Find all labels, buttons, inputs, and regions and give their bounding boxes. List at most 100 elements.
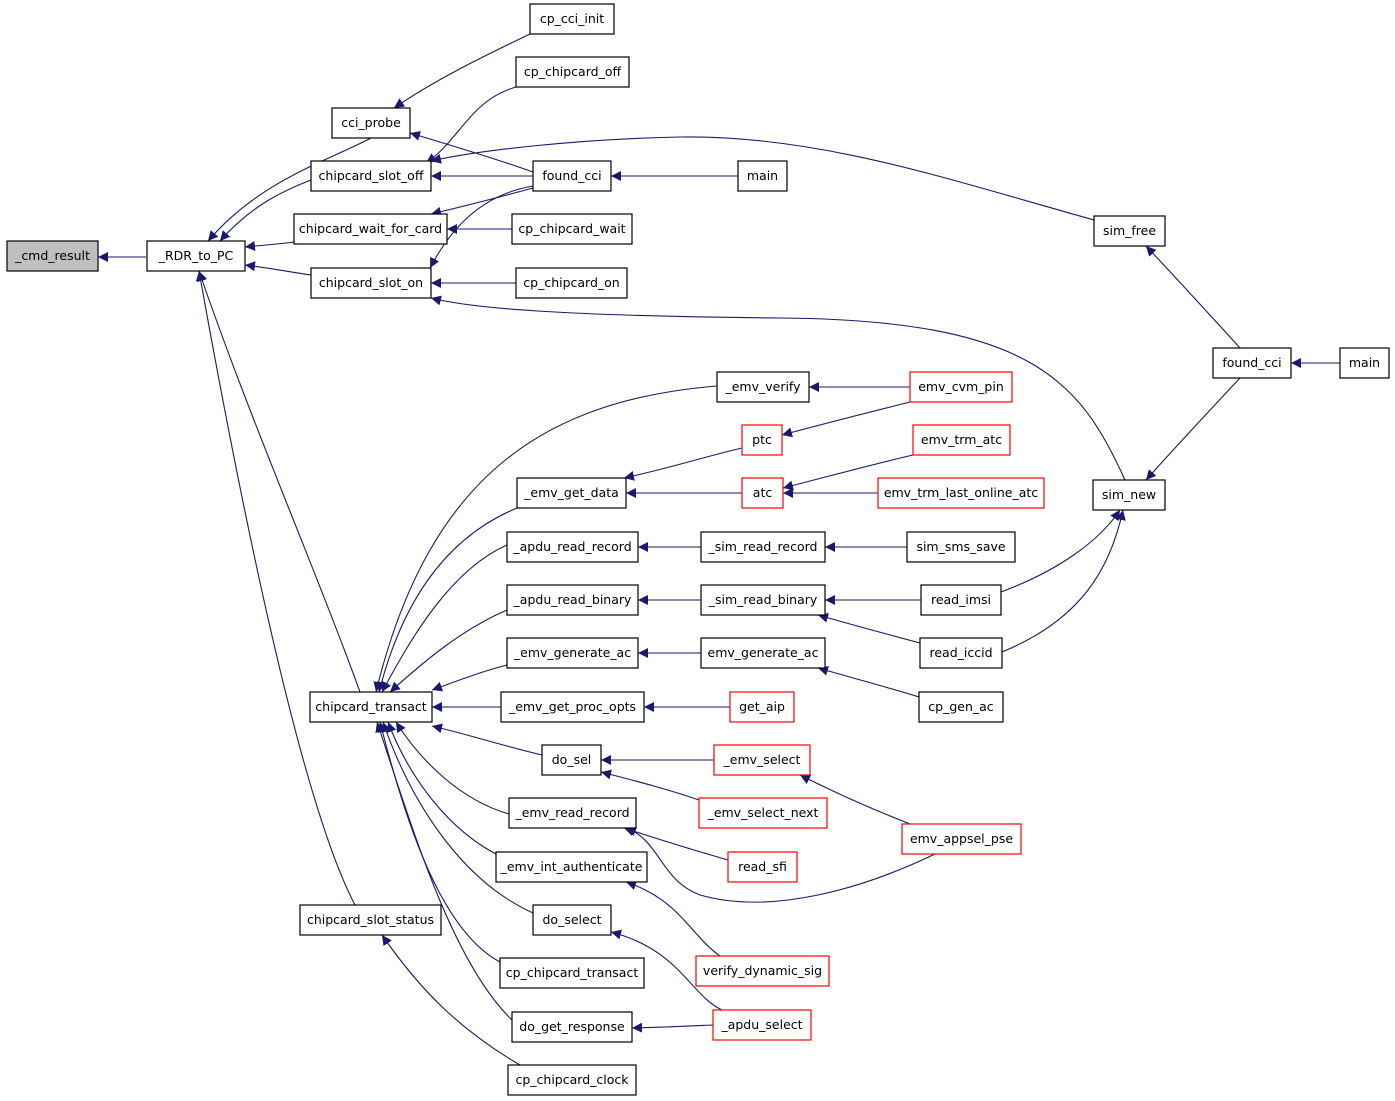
- node-sim-read-record[interactable]: _sim_read_record: [700, 531, 826, 563]
- node-emv-verify[interactable]: _emv_verify: [716, 371, 810, 403]
- svg-text:chipcard_slot_on: chipcard_slot_on: [319, 275, 423, 290]
- node-cp-chipcard-transact[interactable]: cp_chipcard_transact: [499, 957, 645, 989]
- node-read-iccid[interactable]: read_iccid: [919, 637, 1003, 669]
- edge-read-iccid-to-sim-read-binary: [817, 612, 921, 644]
- node-emv-select-internal[interactable]: _emv_select: [713, 744, 811, 776]
- edge-found-cci-to-cci-probe: [409, 131, 534, 173]
- node-get-aip[interactable]: get_aip: [729, 691, 795, 723]
- node-rdr-to-pc[interactable]: _RDR_to_PC: [146, 240, 246, 272]
- edges-layer: [98, 33, 1340, 1066]
- svg-text:found_cci: found_cci: [542, 168, 601, 183]
- svg-text:do_select: do_select: [543, 912, 602, 927]
- node-emv-int-authenticate[interactable]: _emv_int_authenticate: [495, 851, 648, 883]
- svg-text:sim_sms_save: sim_sms_save: [916, 539, 1005, 554]
- edge-read-iccid-to-sim-new: [1001, 509, 1126, 653]
- edge-emv-get-data-to-transact: [376, 507, 518, 693]
- edge-emv-cvm-pin-to-ptc: [781, 401, 911, 438]
- edge-sim-free-to-slot-off: [430, 136, 1095, 221]
- node-chipcard-slot-status[interactable]: chipcard_slot_status: [299, 904, 442, 936]
- svg-text:emv_appsel_pse: emv_appsel_pse: [910, 831, 1013, 846]
- nodes-layer: _cmd_result _RDR_to_PC cci_probe chipcar…: [6, 3, 1390, 1096]
- node-do-sel[interactable]: do_sel: [541, 744, 602, 776]
- node-do-select[interactable]: do_select: [532, 904, 612, 936]
- edge-emv-verify-to-transact: [373, 385, 718, 693]
- node-cp-chipcard-wait[interactable]: cp_chipcard_wait: [511, 213, 633, 245]
- node-cp-gen-ac[interactable]: cp_gen_ac: [918, 691, 1004, 723]
- svg-text:cci_probe: cci_probe: [341, 115, 401, 130]
- edge-cp-cci-init-to-cci-probe: [393, 33, 531, 109]
- node-chipcard-transact[interactable]: chipcard_transact: [309, 691, 433, 723]
- node-ptc[interactable]: ptc: [741, 424, 783, 456]
- edge-emv-trm-atc-to-atc: [782, 454, 914, 491]
- node-apdu-read-record[interactable]: _apdu_read_record: [506, 531, 639, 563]
- node-verify-dynamic-sig[interactable]: verify_dynamic_sig: [695, 955, 830, 987]
- svg-text:read_sfi: read_sfi: [738, 859, 787, 874]
- node-cp-chipcard-on[interactable]: cp_chipcard_on: [515, 267, 628, 299]
- svg-text:cp_chipcard_wait: cp_chipcard_wait: [518, 221, 625, 236]
- svg-text:_apdu_select: _apdu_select: [720, 1017, 802, 1032]
- node-emv-select-next[interactable]: _emv_select_next: [698, 797, 828, 829]
- svg-text:_emv_select: _emv_select: [723, 752, 801, 767]
- node-sim-free[interactable]: sim_free: [1093, 215, 1166, 247]
- edge-cp-clock-to-slot-status: [381, 934, 521, 1066]
- node-emv-trm-atc[interactable]: emv_trm_atc: [912, 424, 1011, 456]
- svg-text:chipcard_wait_for_card: chipcard_wait_for_card: [299, 221, 442, 236]
- edge-emv-read-record-to-transact: [395, 721, 510, 815]
- node-apdu-read-binary[interactable]: _apdu_read_binary: [506, 584, 639, 616]
- node-main-top[interactable]: main: [1339, 347, 1390, 379]
- edge-sim-new-to-slot-on: [430, 295, 1126, 481]
- node-found-cci-top[interactable]: found_cci: [1212, 347, 1292, 379]
- edge-apdu-select-to-do-select: [610, 929, 723, 1011]
- node-read-imsi[interactable]: read_imsi: [920, 584, 1002, 616]
- edge-cp-gen-ac-to-emv-generate-ac: [817, 665, 920, 698]
- node-chipcard-wait-for-card[interactable]: chipcard_wait_for_card: [293, 213, 448, 245]
- node-chipcard-slot-off[interactable]: chipcard_slot_off: [310, 160, 432, 192]
- svg-text:_RDR_to_PC: _RDR_to_PC: [158, 248, 234, 263]
- svg-text:do_get_response: do_get_response: [519, 1019, 625, 1034]
- node-sim-new[interactable]: sim_new: [1092, 479, 1166, 511]
- edge-do-sel-to-transact: [431, 723, 543, 756]
- node-cp-chipcard-off[interactable]: cp_chipcard_off: [515, 56, 630, 88]
- node-cmd-result[interactable]: _cmd_result: [6, 240, 99, 272]
- edge-wait-to-rdr: [244, 241, 295, 251]
- node-cp-cci-init[interactable]: cp_cci_init: [529, 3, 615, 35]
- edge-found-cci-top-to-sim-new: [1145, 377, 1241, 481]
- edge-read-imsi-to-sim-new: [1000, 509, 1121, 593]
- node-chipcard-slot-on[interactable]: chipcard_slot_on: [310, 267, 432, 299]
- edge-do-get-response-to-transact: [375, 721, 513, 1021]
- node-read-sfi[interactable]: read_sfi: [727, 851, 798, 883]
- node-emv-trm-last-online-atc[interactable]: emv_trm_last_online_atc: [877, 477, 1045, 509]
- node-atc[interactable]: atc: [741, 477, 784, 509]
- node-apdu-select[interactable]: _apdu_select: [712, 1009, 812, 1041]
- svg-text:ptc: ptc: [752, 432, 772, 447]
- svg-text:_emv_generate_ac: _emv_generate_ac: [513, 645, 631, 660]
- edge-int-auth-to-transact: [386, 721, 497, 855]
- node-emv-generate-ac[interactable]: emv_generate_ac: [700, 637, 826, 669]
- node-do-get-response[interactable]: do_get_response: [511, 1011, 633, 1043]
- edge-apdu-read-binary-to-transact: [389, 609, 508, 693]
- edge-cci-probe-to-rdr: [207, 137, 372, 242]
- node-sim-sms-save[interactable]: sim_sms_save: [906, 531, 1016, 563]
- node-emv-generate-ac-internal[interactable]: _emv_generate_ac: [506, 637, 639, 669]
- node-emv-get-data-internal[interactable]: _emv_get_data: [516, 477, 627, 509]
- edge-do-select-to-transact: [381, 721, 534, 914]
- svg-text:_emv_verify: _emv_verify: [724, 379, 801, 394]
- svg-text:cp_cci_init: cp_cci_init: [540, 11, 604, 26]
- node-emv-get-proc-opts[interactable]: _emv_get_proc_opts: [500, 691, 645, 723]
- edge-found-cci-to-slot-on: [429, 185, 534, 269]
- svg-text:_emv_get_proc_opts: _emv_get_proc_opts: [508, 699, 636, 714]
- svg-text:_apdu_read_binary: _apdu_read_binary: [513, 592, 632, 607]
- svg-text:_sim_read_binary: _sim_read_binary: [708, 592, 818, 607]
- svg-text:chipcard_slot_off: chipcard_slot_off: [319, 168, 424, 183]
- node-emv-cvm-pin[interactable]: emv_cvm_pin: [909, 371, 1013, 403]
- node-emv-appsel-pse[interactable]: emv_appsel_pse: [901, 823, 1022, 855]
- node-cci-probe[interactable]: cci_probe: [331, 107, 411, 139]
- svg-text:found_cci: found_cci: [1222, 355, 1281, 370]
- svg-text:_emv_int_authenticate: _emv_int_authenticate: [500, 859, 643, 874]
- node-found-cci[interactable]: found_cci: [532, 160, 612, 192]
- node-main[interactable]: main: [737, 160, 788, 192]
- node-cp-chipcard-clock[interactable]: cp_chipcard_clock: [507, 1064, 637, 1096]
- edge-slot-on-to-rdr: [244, 261, 312, 276]
- node-emv-read-record-internal[interactable]: _emv_read_record: [508, 797, 637, 829]
- node-sim-read-binary[interactable]: _sim_read_binary: [700, 584, 826, 616]
